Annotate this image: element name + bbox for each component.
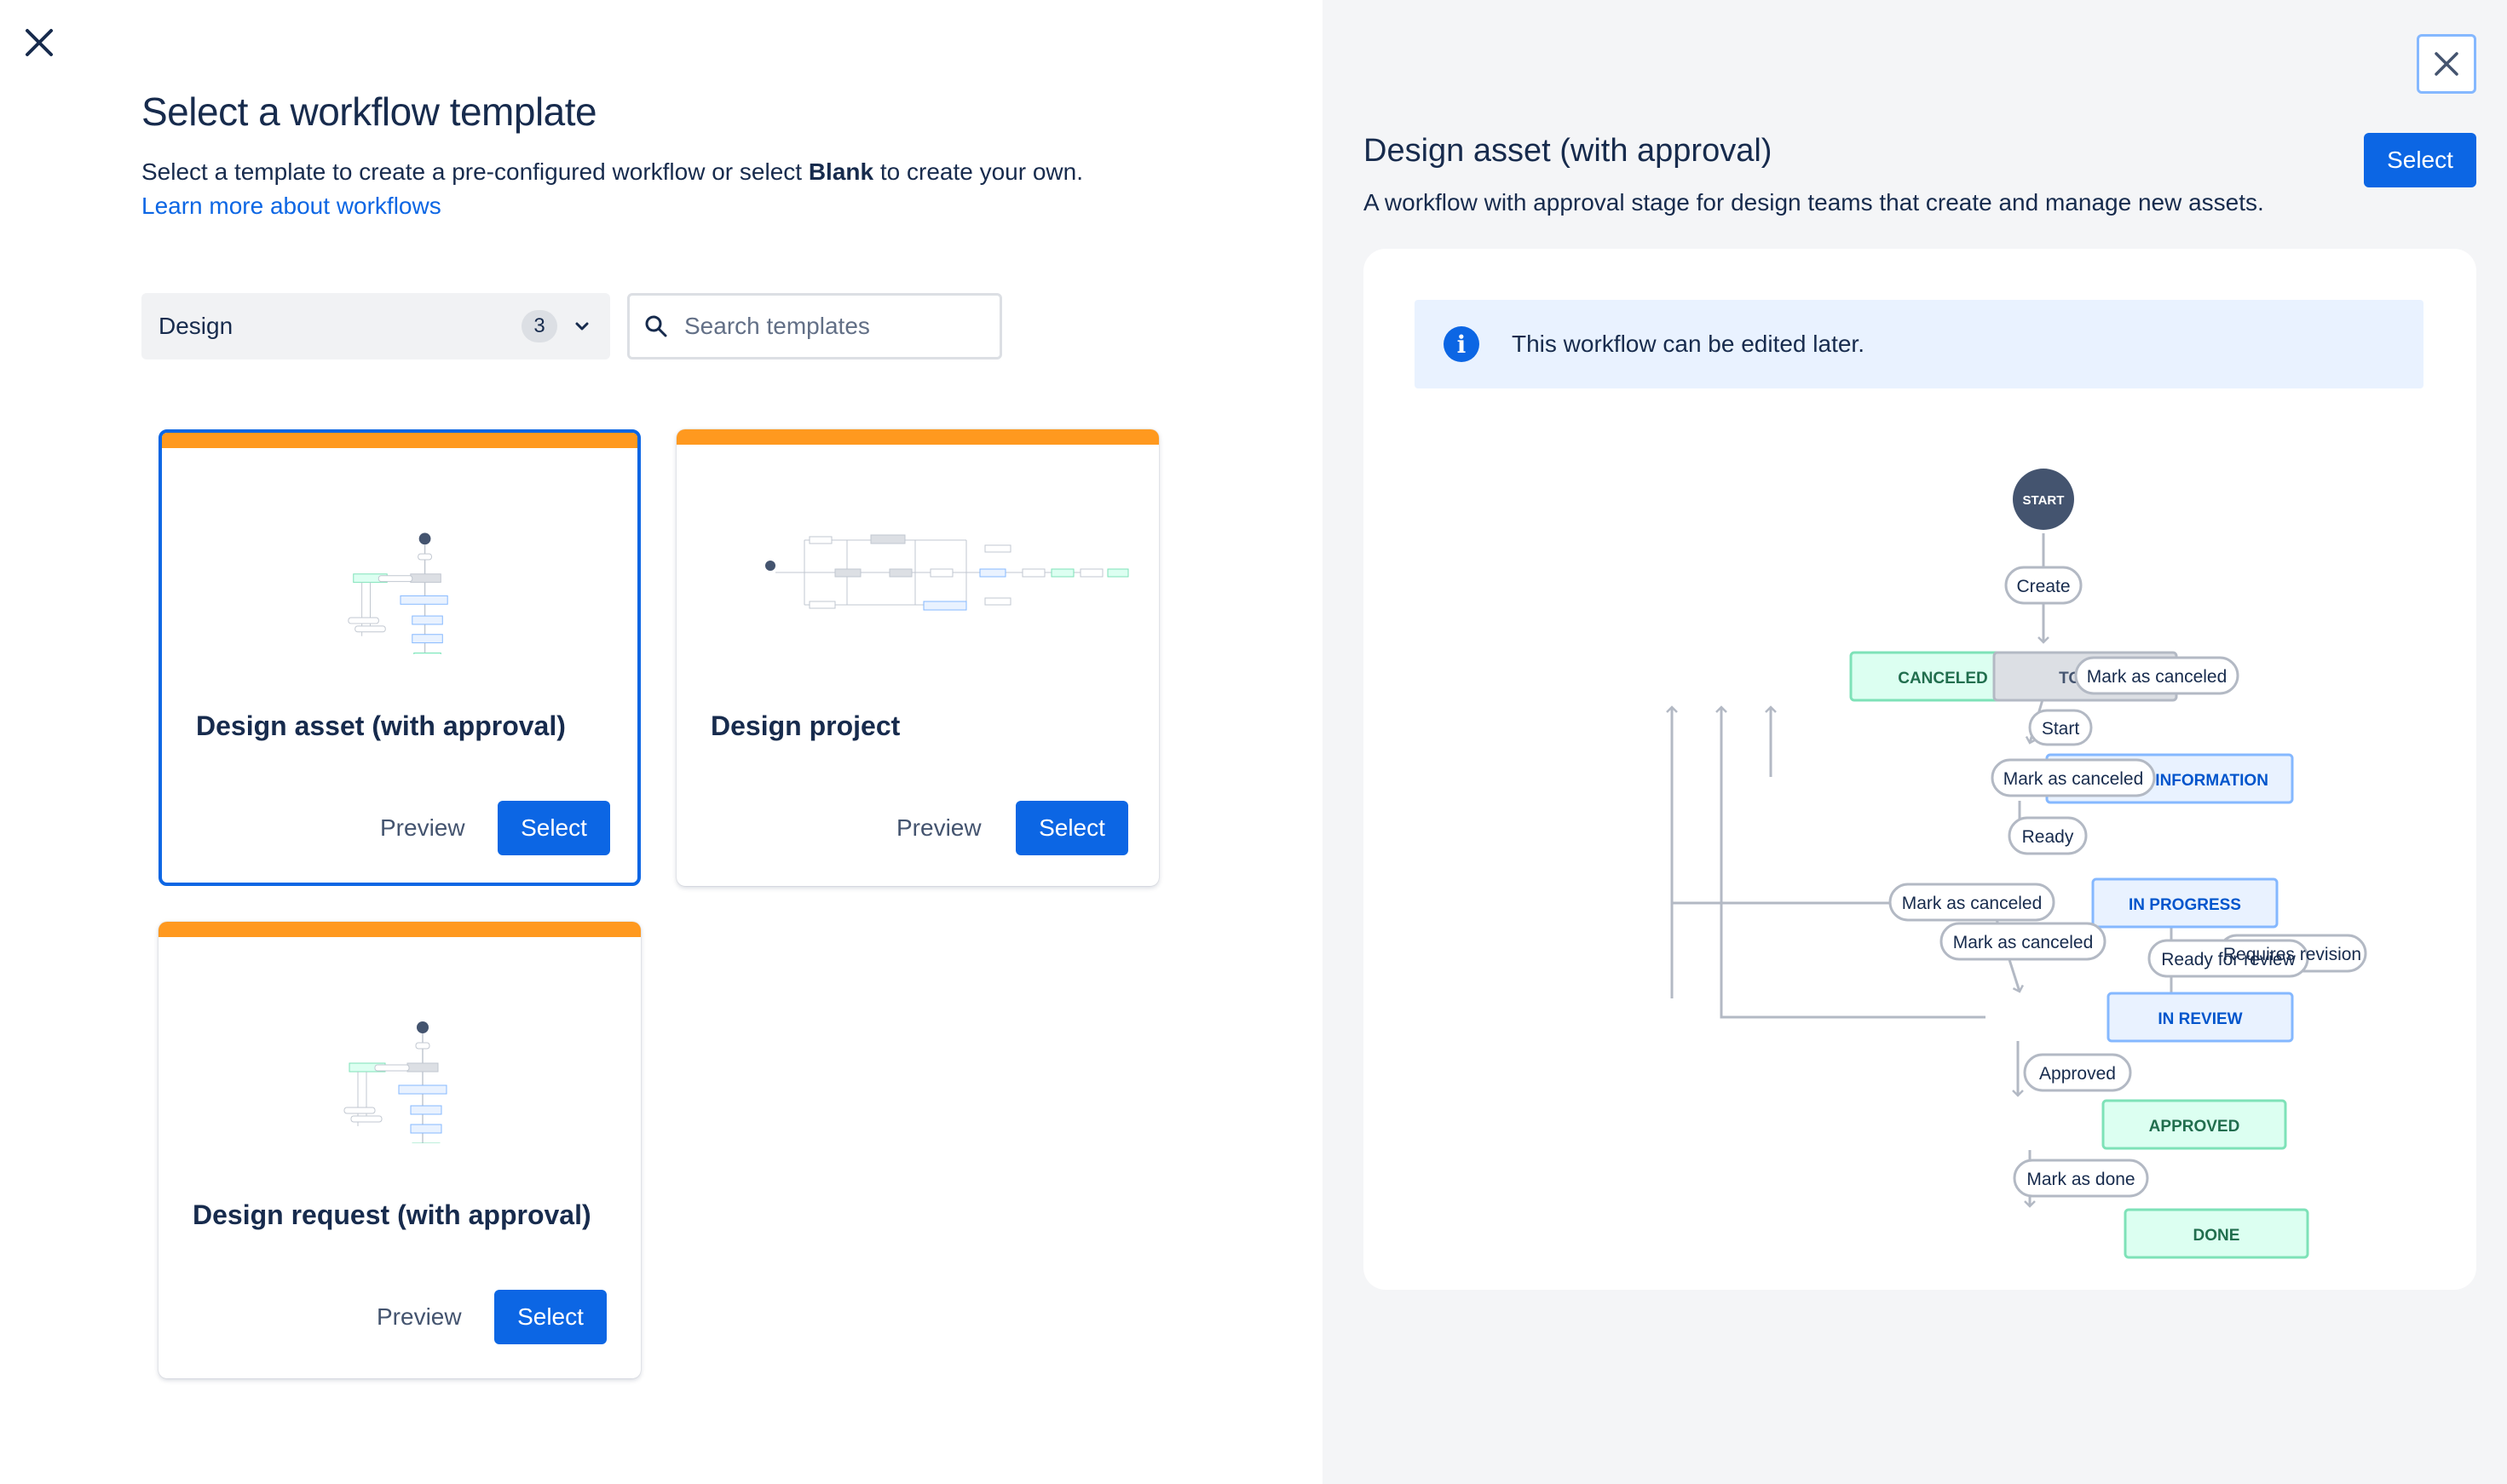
close-icon bbox=[2435, 52, 2458, 76]
status-in-progress bbox=[2091, 877, 2279, 929]
close-preview-button[interactable] bbox=[2417, 34, 2476, 94]
subtitle-text: Select a template to create a pre-config… bbox=[141, 158, 809, 185]
transition-requires-revision-label: Requires revision bbox=[2223, 945, 2361, 964]
status-canceled-label: CANCELED bbox=[1898, 670, 1988, 687]
page-subtitle: Select a template to create a pre-config… bbox=[141, 158, 1083, 186]
transition-start-label: Start bbox=[2042, 719, 2080, 739]
status-in-review-label: IN REVIEW bbox=[2158, 1010, 2242, 1028]
select-button[interactable]: Select bbox=[2364, 133, 2476, 187]
transition-mark-as-done bbox=[2013, 1159, 2149, 1198]
preview-button[interactable]: Preview bbox=[380, 814, 465, 841]
transition-create bbox=[2004, 566, 2083, 605]
status-approved-label: APPROVED bbox=[2149, 1118, 2240, 1136]
status-done-label: DONE bbox=[2193, 1227, 2240, 1245]
transition-cancel-awaiting bbox=[1991, 758, 2156, 797]
transition-ready-for-review bbox=[2147, 939, 2309, 978]
workflow-thumbnail bbox=[765, 534, 1129, 611]
workflow-preview: i This workflow can be edited later. bbox=[1363, 249, 2476, 1290]
transition-approved bbox=[2023, 1053, 2132, 1092]
transition-cancel-todo-label: Mark as canceled bbox=[2087, 667, 2227, 687]
close-icon[interactable] bbox=[20, 24, 58, 61]
detail-description: A workflow with approval stage for desig… bbox=[1363, 189, 2264, 216]
subtitle-bold: Blank bbox=[808, 158, 874, 185]
preview-button[interactable]: Preview bbox=[377, 1303, 462, 1330]
transition-start bbox=[2028, 709, 2093, 746]
subtitle-text-end: to create your own. bbox=[873, 158, 1083, 185]
template-name: Design asset (with approval) bbox=[196, 710, 566, 741]
template-card-design-asset[interactable]: Design asset (with approval) Preview Sel… bbox=[158, 429, 641, 886]
search-field[interactable] bbox=[627, 293, 1002, 359]
workflow-diagram: START CANCELED TO DO AWAITING INFORMATIO… bbox=[1666, 469, 2367, 1259]
status-in-progress-label: IN PROGRESS bbox=[2129, 896, 2241, 914]
transition-approved-label: Approved bbox=[2039, 1064, 2116, 1084]
start-node bbox=[2013, 469, 2074, 530]
start-label: START bbox=[2023, 493, 2065, 508]
info-banner: i This workflow can be edited later. bbox=[1415, 300, 2423, 388]
transition-cancel-todo bbox=[2074, 656, 2239, 695]
select-button[interactable]: Select bbox=[494, 1290, 607, 1344]
template-name: Design request (with approval) bbox=[193, 1199, 591, 1230]
card-band bbox=[158, 922, 641, 937]
info-text: This workflow can be edited later. bbox=[1512, 331, 1864, 357]
info-icon: i bbox=[1444, 326, 1479, 362]
template-detail-panel: Design asset (with approval) A workflow … bbox=[1323, 0, 2507, 1484]
category-count-badge: 3 bbox=[522, 310, 557, 342]
card-band bbox=[677, 429, 1159, 445]
template-picker-panel: Select a workflow template Select a temp… bbox=[20, 24, 1159, 1378]
workflow-thumbnail bbox=[348, 532, 448, 654]
card-band bbox=[162, 433, 637, 448]
status-done bbox=[2124, 1208, 2309, 1259]
transition-create-label: Create bbox=[2016, 577, 2070, 596]
template-name: Design project bbox=[711, 710, 901, 741]
chevron-down-icon bbox=[575, 322, 589, 331]
search-input[interactable] bbox=[684, 313, 986, 340]
learn-more-link[interactable]: Learn more about workflows bbox=[141, 193, 441, 219]
preview-button[interactable]: Preview bbox=[896, 814, 982, 841]
select-button[interactable]: Select bbox=[1016, 801, 1128, 855]
category-dropdown[interactable]: Design 3 bbox=[141, 293, 610, 359]
status-in-review bbox=[2106, 992, 2294, 1043]
status-approved bbox=[2101, 1099, 2287, 1150]
transition-cancel-progress bbox=[1888, 883, 2055, 922]
template-card-design-project[interactable]: Design project Preview Select bbox=[677, 429, 1159, 886]
category-label: Design bbox=[158, 313, 233, 339]
transition-ready-label: Ready bbox=[2022, 827, 2074, 847]
template-card-design-request[interactable]: Design request (with approval) Preview S… bbox=[158, 922, 641, 1378]
transition-cancel-review-label: Mark as canceled bbox=[1953, 933, 2094, 952]
transition-mark-as-done-label: Mark as done bbox=[2026, 1170, 2135, 1189]
transition-ready-for-review-label: Ready for review bbox=[2161, 950, 2296, 969]
transition-cancel-awaiting-label: Mark as canceled bbox=[2003, 769, 2144, 789]
search-icon bbox=[645, 315, 667, 337]
transition-cancel-review bbox=[1939, 922, 2106, 961]
transition-cancel-progress-label: Mark as canceled bbox=[1902, 894, 2043, 913]
select-button[interactable]: Select bbox=[498, 801, 610, 855]
transition-ready bbox=[2008, 816, 2088, 855]
workflow-thumbnail bbox=[343, 1021, 447, 1143]
page-title: Select a workflow template bbox=[141, 89, 597, 134]
detail-title: Design asset (with approval) bbox=[1363, 133, 1772, 169]
